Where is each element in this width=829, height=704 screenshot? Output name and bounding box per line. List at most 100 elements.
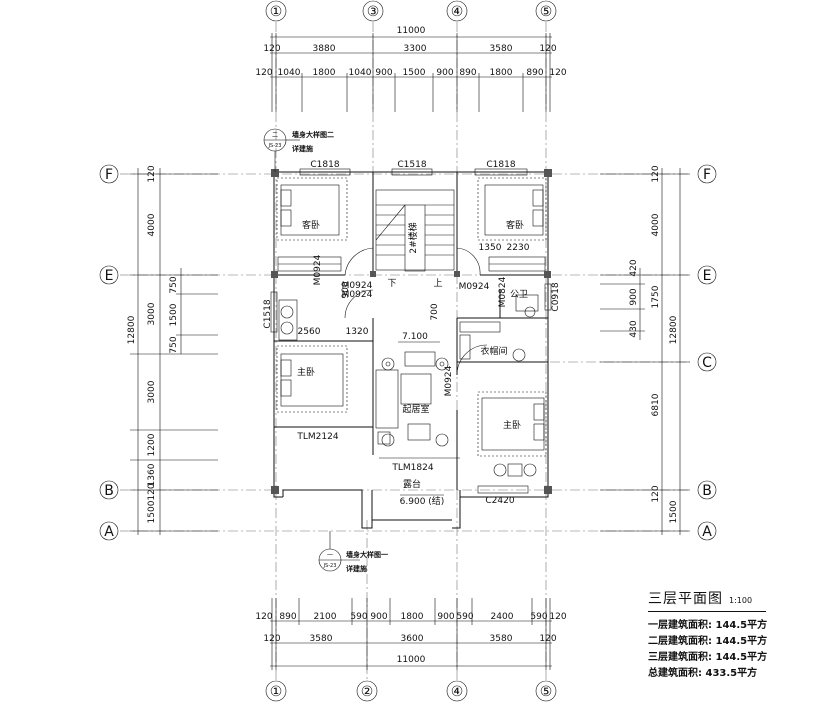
dim-bot-r1-3: 590: [350, 612, 367, 622]
dim-bot-r1-4: 900: [370, 612, 387, 622]
dim-left-2: 750: [169, 276, 179, 293]
axis-col-1-bottom: ①: [270, 684, 283, 700]
dim-top-r3-0: 120: [255, 68, 272, 78]
dim-left-0: 120: [147, 165, 157, 182]
door-m0924-side: M0924: [444, 365, 454, 396]
axis-col-4-bottom: ④: [451, 684, 464, 700]
axis-row-e-right: E: [703, 268, 712, 284]
door-m0924-a: M0924: [342, 281, 373, 291]
window-c0918: C0918: [551, 282, 561, 311]
dim-bot-r2-3: 3580: [490, 634, 513, 644]
dim-1350: 1350: [479, 243, 502, 253]
dim-top-r3-8: 1800: [490, 68, 513, 78]
area-floor-1: 一层建筑面积: 144.5平方: [648, 620, 768, 631]
dim-left-7: 1200: [147, 433, 157, 456]
dim-bot-r1-5: 1800: [401, 612, 424, 622]
dim-left-9: 1500: [147, 500, 157, 523]
dim-top-r3-5: 1500: [403, 68, 426, 78]
dim-right-8: 1500: [669, 500, 679, 523]
dim-left-5: 3000: [147, 302, 157, 325]
axis-row-f-left: F: [105, 167, 113, 183]
plan-scale: 1:100: [729, 596, 753, 605]
detail-note-top: 详建施: [292, 144, 313, 153]
dim-bot-r2-2: 3600: [401, 634, 424, 644]
dim-top-r3-9: 890: [526, 68, 543, 78]
dim-left-3: 1500: [169, 303, 179, 326]
walls: [270, 168, 552, 529]
dim-top-r3-7: 890: [459, 68, 476, 78]
room-master-left: 主卧: [297, 366, 315, 378]
axis-col-2-bottom: ②: [361, 684, 374, 700]
dim-2560: 2560: [298, 327, 321, 337]
door-m0924-c: M0924: [313, 254, 323, 285]
dim-bot-r1-7: 590: [456, 612, 473, 622]
dim-top-r3-2: 1800: [313, 68, 336, 78]
furniture: [276, 177, 547, 477]
axis-row-e-left: E: [105, 268, 114, 284]
axis-row-c-right: C: [702, 355, 712, 371]
window-c1818-left: C1818: [310, 160, 339, 170]
dim-bot-r1-1: 890: [279, 612, 296, 622]
room-stair: 2#楼梯: [407, 222, 419, 253]
door-m0924-d: M0924: [459, 282, 490, 292]
room-public-bath: 公卫: [510, 289, 528, 300]
dim-2230: 2230: [507, 243, 530, 253]
level-7100: 7.100: [402, 332, 428, 342]
area-floor-3: 三层建筑面积: 144.5平方: [648, 652, 768, 663]
dim-bot-r1-8: 2400: [491, 612, 514, 622]
dim-right-7: 6810: [651, 393, 661, 416]
axis-col-5-top: ⑤: [540, 4, 553, 20]
dim-700: 700: [430, 303, 440, 320]
dim-1320: 1320: [346, 327, 369, 337]
title-underline: [648, 611, 766, 612]
dim-left-8: 1360: [147, 463, 157, 486]
dim-top-r3-4: 900: [375, 68, 392, 78]
dim-top-r2-4: 120: [539, 44, 556, 54]
area-total: 总建筑面积: 433.5平方: [648, 668, 758, 679]
dim-right-0: 120: [651, 165, 661, 182]
detail-callout-bottom: 一 JS-23 墙身大样图一 详建施: [318, 531, 388, 573]
room-terrace: 露台: [403, 478, 421, 490]
level-6900: 6.900 (结): [400, 495, 445, 507]
axis-row-f-right: F: [703, 167, 711, 183]
dim-right-5: 1750: [651, 285, 661, 308]
dim-right-3: 900: [629, 288, 639, 305]
dim-left-4: 750: [169, 336, 179, 353]
dim-top-total: 11000: [397, 26, 426, 36]
dim-bot-r2-4: 120: [539, 634, 556, 644]
svg-text:二: 二: [272, 132, 278, 139]
dim-right-9: 120: [651, 485, 661, 502]
dim-bot-r1-6: 900: [437, 612, 454, 622]
door-tlm1824: TLM1824: [391, 463, 433, 473]
axis-col-4-top: ④: [451, 4, 464, 20]
dim-top-r2-2: 3300: [404, 44, 427, 54]
dim-top-r2-1: 3880: [313, 44, 336, 54]
window-c1518: C1518: [397, 160, 426, 170]
dim-top-r3-6: 900: [436, 68, 453, 78]
dim-900: 900: [341, 281, 351, 298]
axis-bubbles-top: ① ③ ④ ⑤: [265, 0, 557, 22]
room-closet: 衣帽间: [480, 345, 507, 357]
room-labels: 客卧 客卧 2#楼梯 下 上 公卫 衣帽间 主卧 主卧 起居室 露台: [297, 219, 528, 490]
window-c2420: C2420: [485, 496, 514, 506]
dims-right: 120 4000 420 900 430 1750 12800 6810 150…: [600, 165, 690, 535]
dim-bot-r1-10: 120: [549, 612, 566, 622]
dim-bot-r1-9: 590: [530, 612, 547, 622]
dim-left-6: 3000: [147, 380, 157, 403]
room-living: 起居室: [402, 403, 429, 415]
svg-text:JS-23: JS-23: [268, 143, 282, 149]
dim-right-2: 420: [629, 259, 639, 276]
codes: C1818 C1518 C1818 1350 2230 M0924 M0924 …: [296, 160, 561, 507]
axis-row-a-left: A: [104, 524, 114, 540]
door-m0924-b: M0924: [342, 290, 373, 300]
axis-col-5-bottom: ⑤: [540, 684, 553, 700]
stair: [375, 189, 455, 272]
room-guest-right: 客卧: [506, 219, 524, 231]
grid-lines: [120, 22, 690, 680]
dim-bot-r2-0: 120: [263, 634, 280, 644]
axis-col-1-top: ①: [270, 4, 283, 20]
dim-top-r3-3: 1040: [349, 68, 372, 78]
plan-title: 三层平面图: [648, 591, 723, 607]
dim-right-1: 4000: [651, 213, 661, 236]
